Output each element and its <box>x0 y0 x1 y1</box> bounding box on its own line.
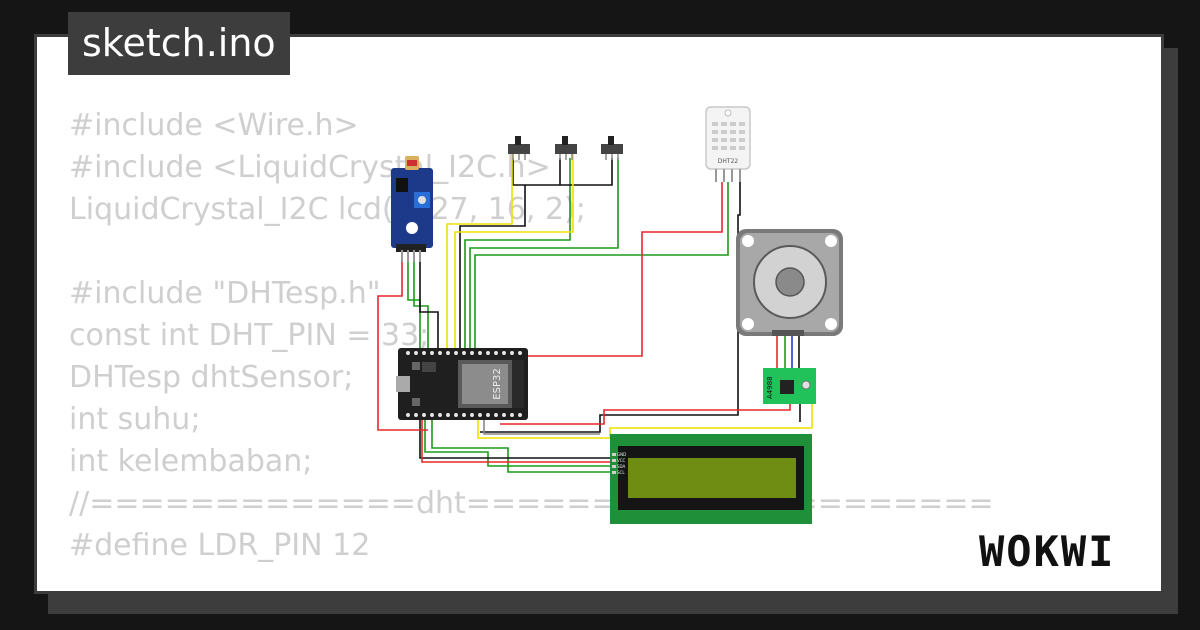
ldr-chip <box>396 178 408 192</box>
lcd-pin-header <box>612 453 616 474</box>
wokwi-logo-text: WOKWI <box>979 527 1115 576</box>
lcd-pin-scl: SCL <box>617 470 625 475</box>
wire-green <box>413 262 429 350</box>
code-line: #include "DHTesp.h" <box>69 276 381 311</box>
mount-hole <box>406 222 418 234</box>
esp32-shield <box>462 364 508 404</box>
wire-red <box>377 262 428 431</box>
code-background: #include <Wire.h> #include <LiquidCrysta… <box>69 105 994 567</box>
wire-yellow <box>454 150 574 350</box>
switch-knob <box>515 136 521 145</box>
wokwi-logo: WOKWI <box>979 527 1115 576</box>
switch-knob <box>562 136 568 145</box>
wire-yellow <box>477 400 813 439</box>
lcd-pin-vcc: VCC <box>617 458 626 463</box>
wire-green <box>469 158 619 350</box>
esp32-pins-top <box>406 351 522 355</box>
wire-red <box>421 420 612 463</box>
code-line: DHTesp dhtSensor; <box>69 360 354 395</box>
ldr-module[interactable] <box>391 156 433 262</box>
dht22-label: DHT22 <box>718 158 739 165</box>
dht22-sensor[interactable]: DHT22 <box>705 106 751 182</box>
switch-body <box>555 144 577 154</box>
stepper-shaft <box>775 267 805 297</box>
dht22-hole <box>724 109 732 117</box>
wire-black <box>419 262 439 350</box>
lcd-screen <box>628 458 796 498</box>
wire-red <box>500 397 791 425</box>
boot-button <box>412 398 420 406</box>
mount-hole <box>742 318 754 330</box>
stepper-connector <box>772 330 804 336</box>
ldr-header <box>396 244 426 252</box>
wire-yellow <box>446 150 513 350</box>
wire-green <box>464 158 571 350</box>
wires <box>377 150 813 473</box>
driver-chip <box>780 380 794 394</box>
code-line: LiquidCrystal_I2C lcd(0x27, 16, 2); <box>69 192 586 227</box>
usb-port <box>396 376 410 392</box>
esp32-antenna <box>512 360 524 408</box>
esp32-label: ESP32 <box>492 368 503 399</box>
mount-hole <box>825 235 837 247</box>
driver-potentiometer <box>801 380 811 390</box>
code-line: //=============dht===================== <box>69 486 994 521</box>
en-button <box>412 362 420 370</box>
a4988-driver[interactable]: A4988 <box>763 368 816 404</box>
wire-red <box>528 182 723 357</box>
switch-body <box>601 144 623 154</box>
lcd-pin-sda: SDA <box>617 464 626 469</box>
slide-switch[interactable] <box>601 136 623 160</box>
code-line: const int DHT_PIN = 33; <box>69 318 430 353</box>
file-tab[interactable]: sketch.ino <box>68 12 290 75</box>
stepper-motor[interactable] <box>736 229 843 336</box>
slide-switch[interactable] <box>508 136 530 160</box>
switch-body <box>508 144 530 154</box>
wire-green <box>424 420 612 467</box>
esp32-board[interactable]: ESP32 <box>396 348 528 420</box>
mount-hole <box>742 235 754 247</box>
wire-black <box>419 420 612 459</box>
code-line: #include <Wire.h> <box>69 108 359 143</box>
wire-black <box>459 185 526 350</box>
mount-hole <box>825 318 837 330</box>
code-line: #include <LiquidCrystal_I2C.h> <box>69 150 551 185</box>
code-line: int suhu; <box>69 402 201 437</box>
lcd-pin-gnd: GND <box>617 452 626 457</box>
dht22-grille <box>712 122 745 150</box>
lcd-display[interactable]: GND VCC SDA SCL <box>610 434 812 524</box>
preview-card: #include <Wire.h> #include <LiquidCrysta… <box>34 34 1164 594</box>
wire-green <box>474 182 729 350</box>
code-line: int kelembaban; <box>69 444 313 479</box>
wire-gray <box>483 420 600 435</box>
wire-black <box>480 182 741 433</box>
potentiometer-knob <box>418 196 426 204</box>
slide-switch[interactable] <box>555 136 577 160</box>
ldr-resistor <box>407 160 417 166</box>
esp32-pins-bottom <box>406 413 522 417</box>
switch-knob <box>608 136 614 145</box>
wire-green <box>431 420 612 473</box>
code-line: #define LDR_PIN 12 <box>69 528 371 563</box>
esp32-regulator <box>422 362 436 372</box>
wire-black <box>512 158 613 186</box>
driver-label: A4988 <box>766 376 774 399</box>
